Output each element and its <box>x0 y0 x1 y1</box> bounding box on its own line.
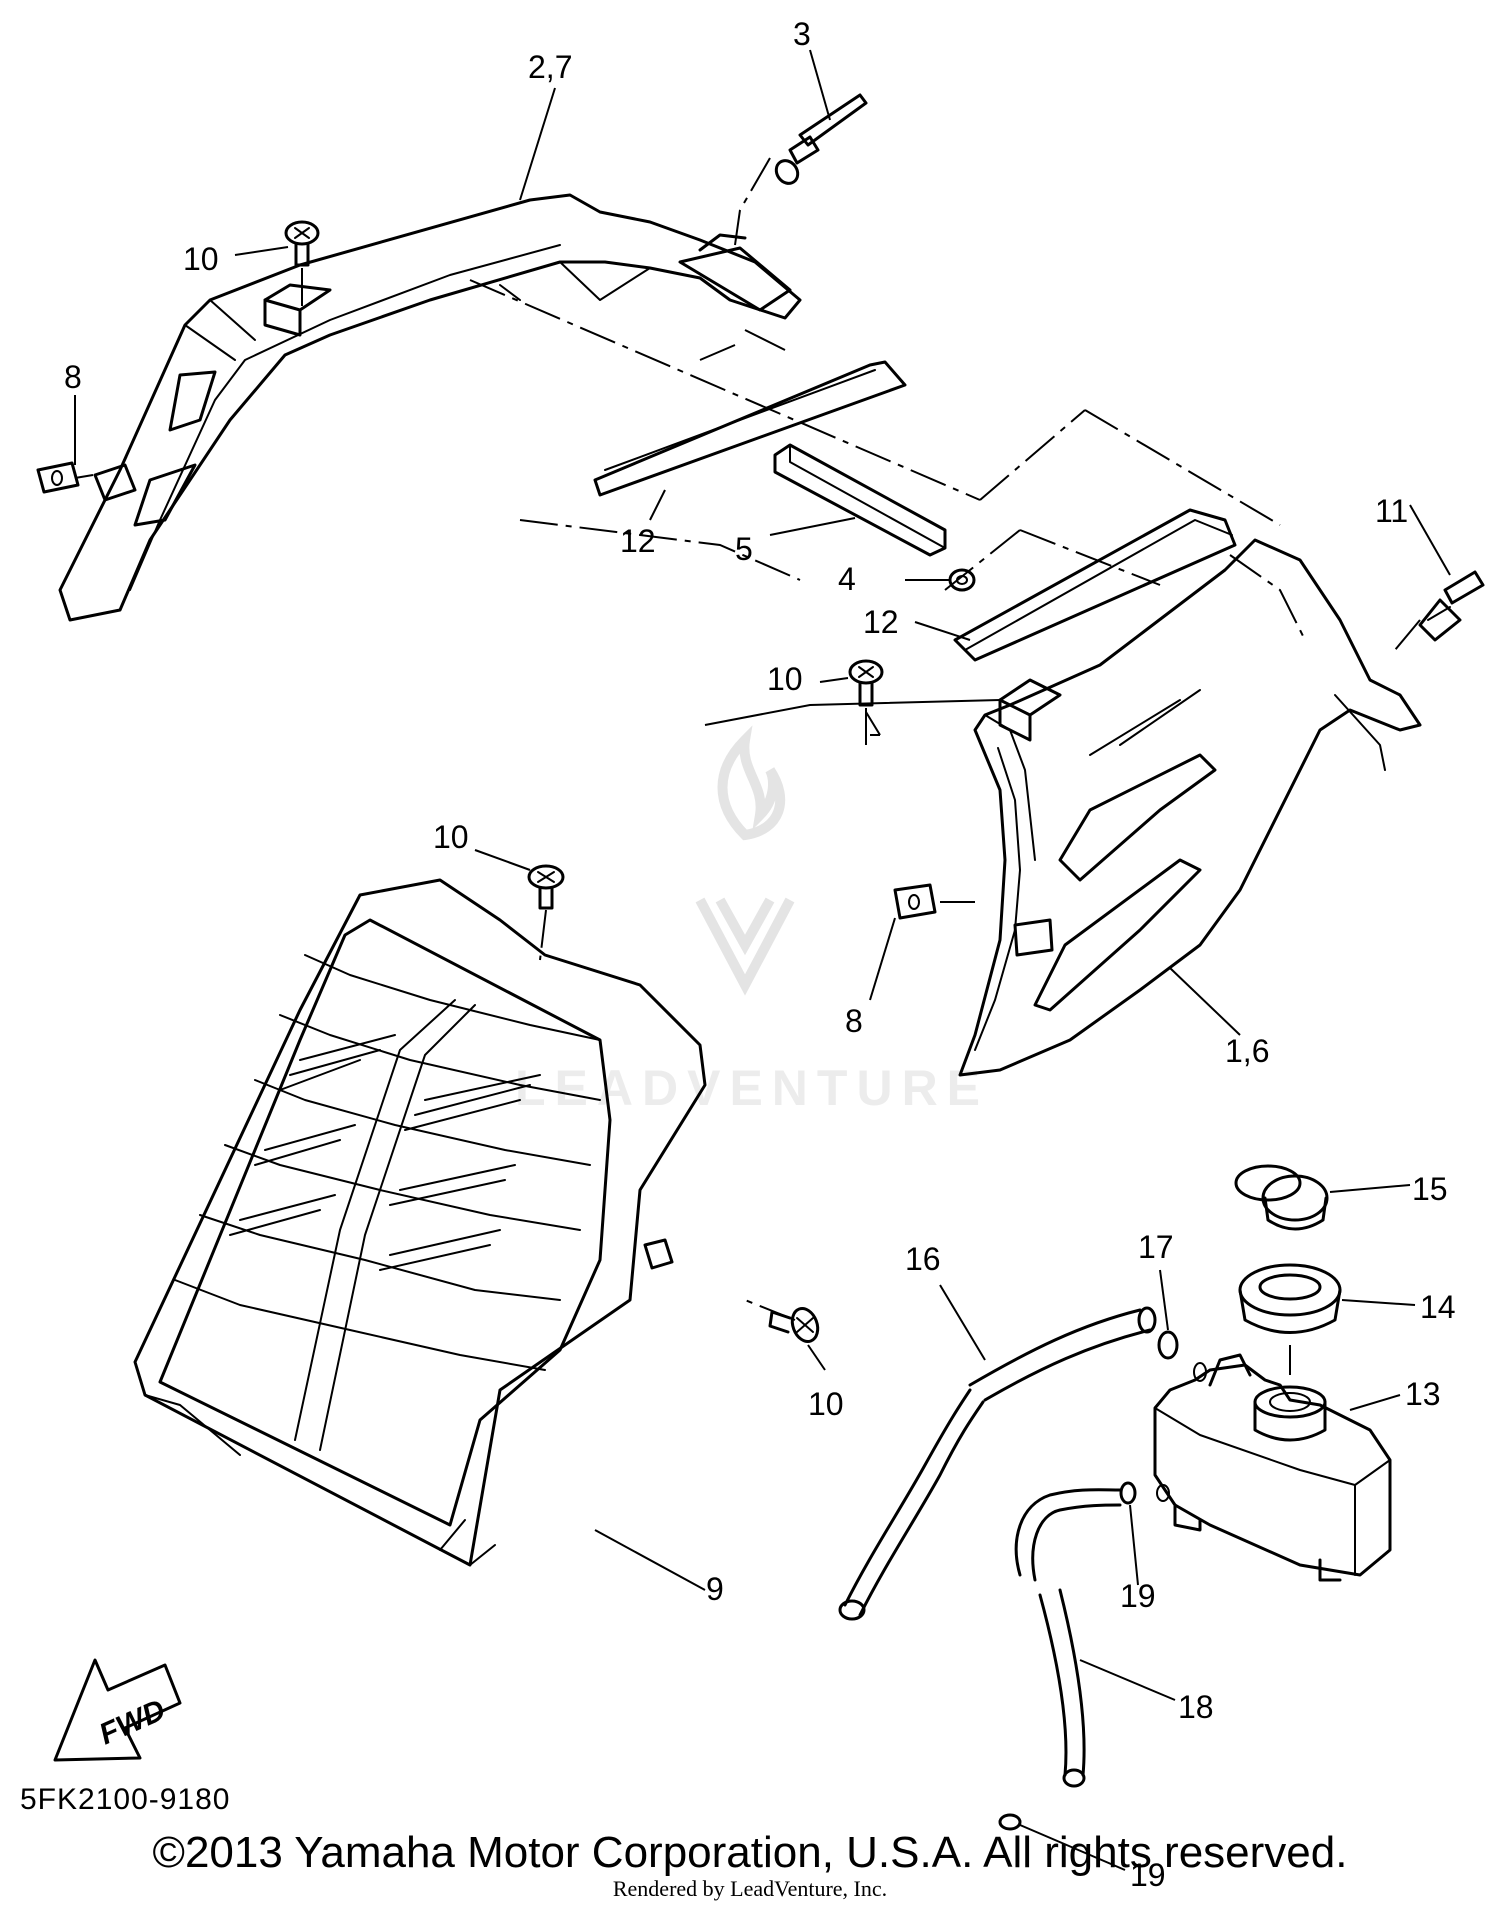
fwd-arrow: FWD <box>53 1658 182 1762</box>
clamp-19-a <box>1119 1481 1137 1505</box>
callout-16: 16 <box>905 1241 941 1277</box>
seal-strip-12-a <box>593 360 907 497</box>
callout-17: 17 <box>1138 1229 1174 1265</box>
grommet-4 <box>948 568 976 592</box>
bolt-11 <box>1418 570 1485 642</box>
damper-5 <box>773 443 947 557</box>
screw-10-b <box>848 659 884 707</box>
callout-10-b: 10 <box>767 661 803 697</box>
side-cover-right <box>958 538 1422 1077</box>
reservoir-cap-15 <box>1234 1164 1329 1231</box>
screw-10-d <box>768 1307 820 1343</box>
watermark: LEADVENTURE <box>515 725 989 1116</box>
callout-8-a: 8 <box>64 359 82 395</box>
callout-19-b: 19 <box>1130 1857 1166 1893</box>
callout-9: 9 <box>706 1571 724 1607</box>
screw-10-a <box>284 220 320 267</box>
callout-labels: 2,7 3 10 8 12 5 4 12 10 11 10 8 1,6 15 1… <box>64 16 1456 1893</box>
callout-5: 5 <box>735 531 753 567</box>
seal-strip-12-b <box>953 508 1237 662</box>
callout-1-6: 1,6 <box>1225 1033 1269 1069</box>
assembly-lines <box>74 157 1421 1375</box>
diagram-code: 5FK2100-9180 <box>20 1783 231 1816</box>
hose-16 <box>838 1306 1157 1621</box>
seal-ring-14 <box>1238 1263 1342 1334</box>
rivet-pin <box>774 93 868 185</box>
callout-12-b: 12 <box>863 604 899 640</box>
clip-8-a <box>36 461 80 494</box>
callout-13: 13 <box>1405 1376 1441 1412</box>
leader-lines <box>74 49 1451 1871</box>
callout-10-d: 10 <box>808 1386 844 1422</box>
callout-8-b: 8 <box>845 1003 863 1039</box>
callout-10-a: 10 <box>183 241 219 277</box>
callout-3: 3 <box>793 16 811 52</box>
clamp-19-b <box>998 1813 1022 1831</box>
callout-10-c: 10 <box>433 819 469 855</box>
rendered-by-credit: Rendered by LeadVenture, Inc. <box>612 1876 888 1901</box>
callout-19-a: 19 <box>1120 1578 1156 1614</box>
callout-11: 11 <box>1375 493 1408 529</box>
side-cover-left <box>58 193 802 622</box>
callout-18: 18 <box>1178 1689 1214 1725</box>
screw-10-c <box>527 864 565 910</box>
watermark-text: LEADVENTURE <box>515 1060 989 1116</box>
radiator-grille-9 <box>133 878 707 1567</box>
hose-18 <box>1014 1488 1122 1788</box>
callout-2-7: 2,7 <box>528 49 572 85</box>
clamp-17 <box>1157 1330 1179 1360</box>
callout-15: 15 <box>1412 1171 1448 1207</box>
clip-8-b <box>893 883 937 920</box>
reservoir-tank-13 <box>1153 1353 1392 1582</box>
copyright-notice: ©2013 Yamaha Motor Corporation, U.S.A. A… <box>152 1828 1348 1877</box>
callout-12-a: 12 <box>620 523 656 559</box>
callout-4: 4 <box>838 561 856 597</box>
callout-14: 14 <box>1420 1289 1456 1325</box>
